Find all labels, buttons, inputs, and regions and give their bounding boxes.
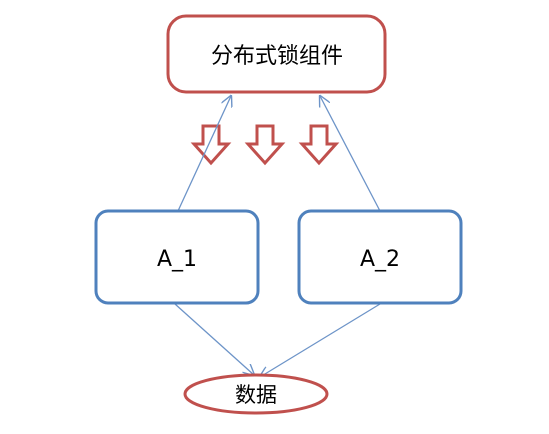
down-arrows — [190, 124, 340, 166]
connector-a1-to-data — [174, 303, 254, 375]
down-arrow-icon — [190, 124, 232, 166]
node-lock-label: 分布式锁组件 — [211, 44, 343, 69]
node-a2-label: A_2 — [360, 247, 400, 272]
node-a1: A_1 — [94, 209, 260, 305]
down-arrow-icon — [298, 124, 340, 166]
connector-a1-to-lock — [177, 96, 231, 212]
down-arrow-icon — [244, 124, 286, 166]
connectors — [174, 96, 381, 377]
node-lock: 分布式锁组件 — [166, 14, 387, 94]
connector-a2-to-data — [260, 303, 381, 377]
connector-a2-to-lock — [320, 96, 381, 212]
node-data-label: 数据 — [235, 383, 277, 407]
node-a2: A_2 — [297, 209, 463, 305]
node-data: 数据 — [183, 373, 329, 415]
node-a1-label: A_1 — [157, 247, 197, 272]
